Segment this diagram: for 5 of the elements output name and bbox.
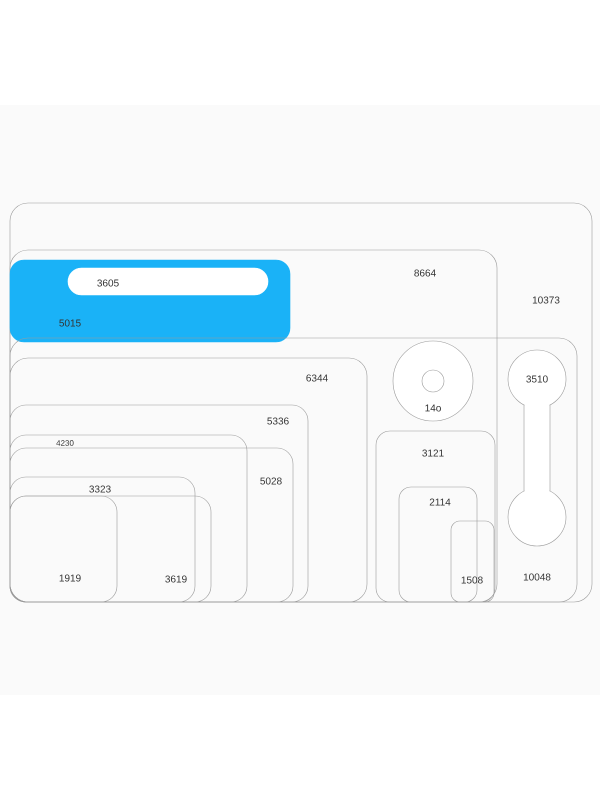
label-outline: 1508	[450, 520, 494, 602]
label-outline: 1919	[10, 496, 118, 602]
dumbbell-label-outline: 3510	[508, 350, 566, 546]
label-outline: 3605	[68, 268, 268, 296]
round-label-outline: 14o	[392, 340, 474, 422]
